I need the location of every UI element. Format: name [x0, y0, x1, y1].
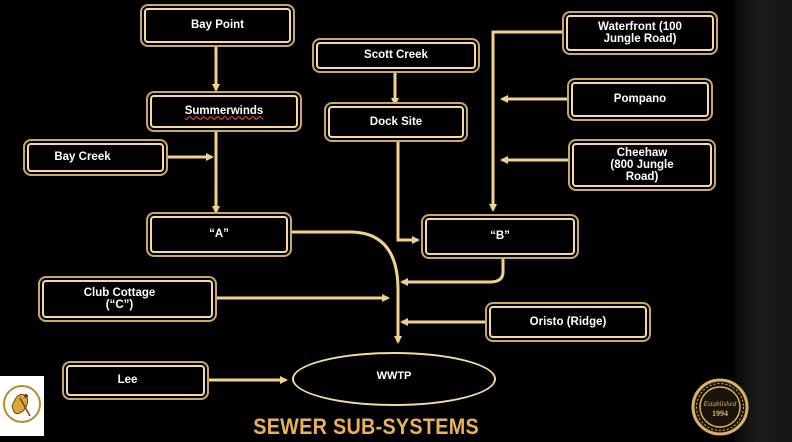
node-summerwinds-label: Summerwinds [184, 105, 264, 118]
node-summerwinds: Summerwinds [150, 95, 298, 128]
node-a: “A” [150, 216, 288, 253]
arrow-b-trunk [400, 256, 505, 286]
node-b: “B” [425, 218, 575, 255]
node-cheehaw: Cheehaw (800 Jungle Road) [572, 143, 712, 187]
arrow-a-wwtp [288, 230, 402, 344]
arrow-docksite-b [396, 138, 420, 244]
node-scott-creek: Scott Creek [316, 42, 476, 69]
svg-text:Established: Established [703, 400, 737, 408]
svg-text:1994: 1994 [712, 409, 728, 418]
established-seal: Established 1994 [688, 378, 752, 436]
slide-title: SEWER SUB-SYSTEMS [253, 414, 479, 439]
arrow-waterfront-b [489, 30, 568, 212]
node-waterfront: Waterfront (100 Jungle Road) [566, 15, 714, 51]
node-oristo: Oristo (Ridge) [489, 306, 647, 338]
side-panel [735, 0, 792, 442]
node-wwtp-label: WWTP [376, 370, 412, 382]
company-logo [0, 376, 44, 436]
node-bay-creek: Bay Creek [27, 143, 164, 172]
node-club-cottage: Club Cottage (“C”) [42, 280, 213, 318]
node-pompano: Pompano [571, 82, 709, 117]
node-lee: Lee [66, 365, 205, 396]
node-bay-point: Bay Point [144, 8, 291, 43]
node-wwtp: WWTP [292, 352, 496, 406]
node-dock-site: Dock Site [328, 106, 464, 138]
